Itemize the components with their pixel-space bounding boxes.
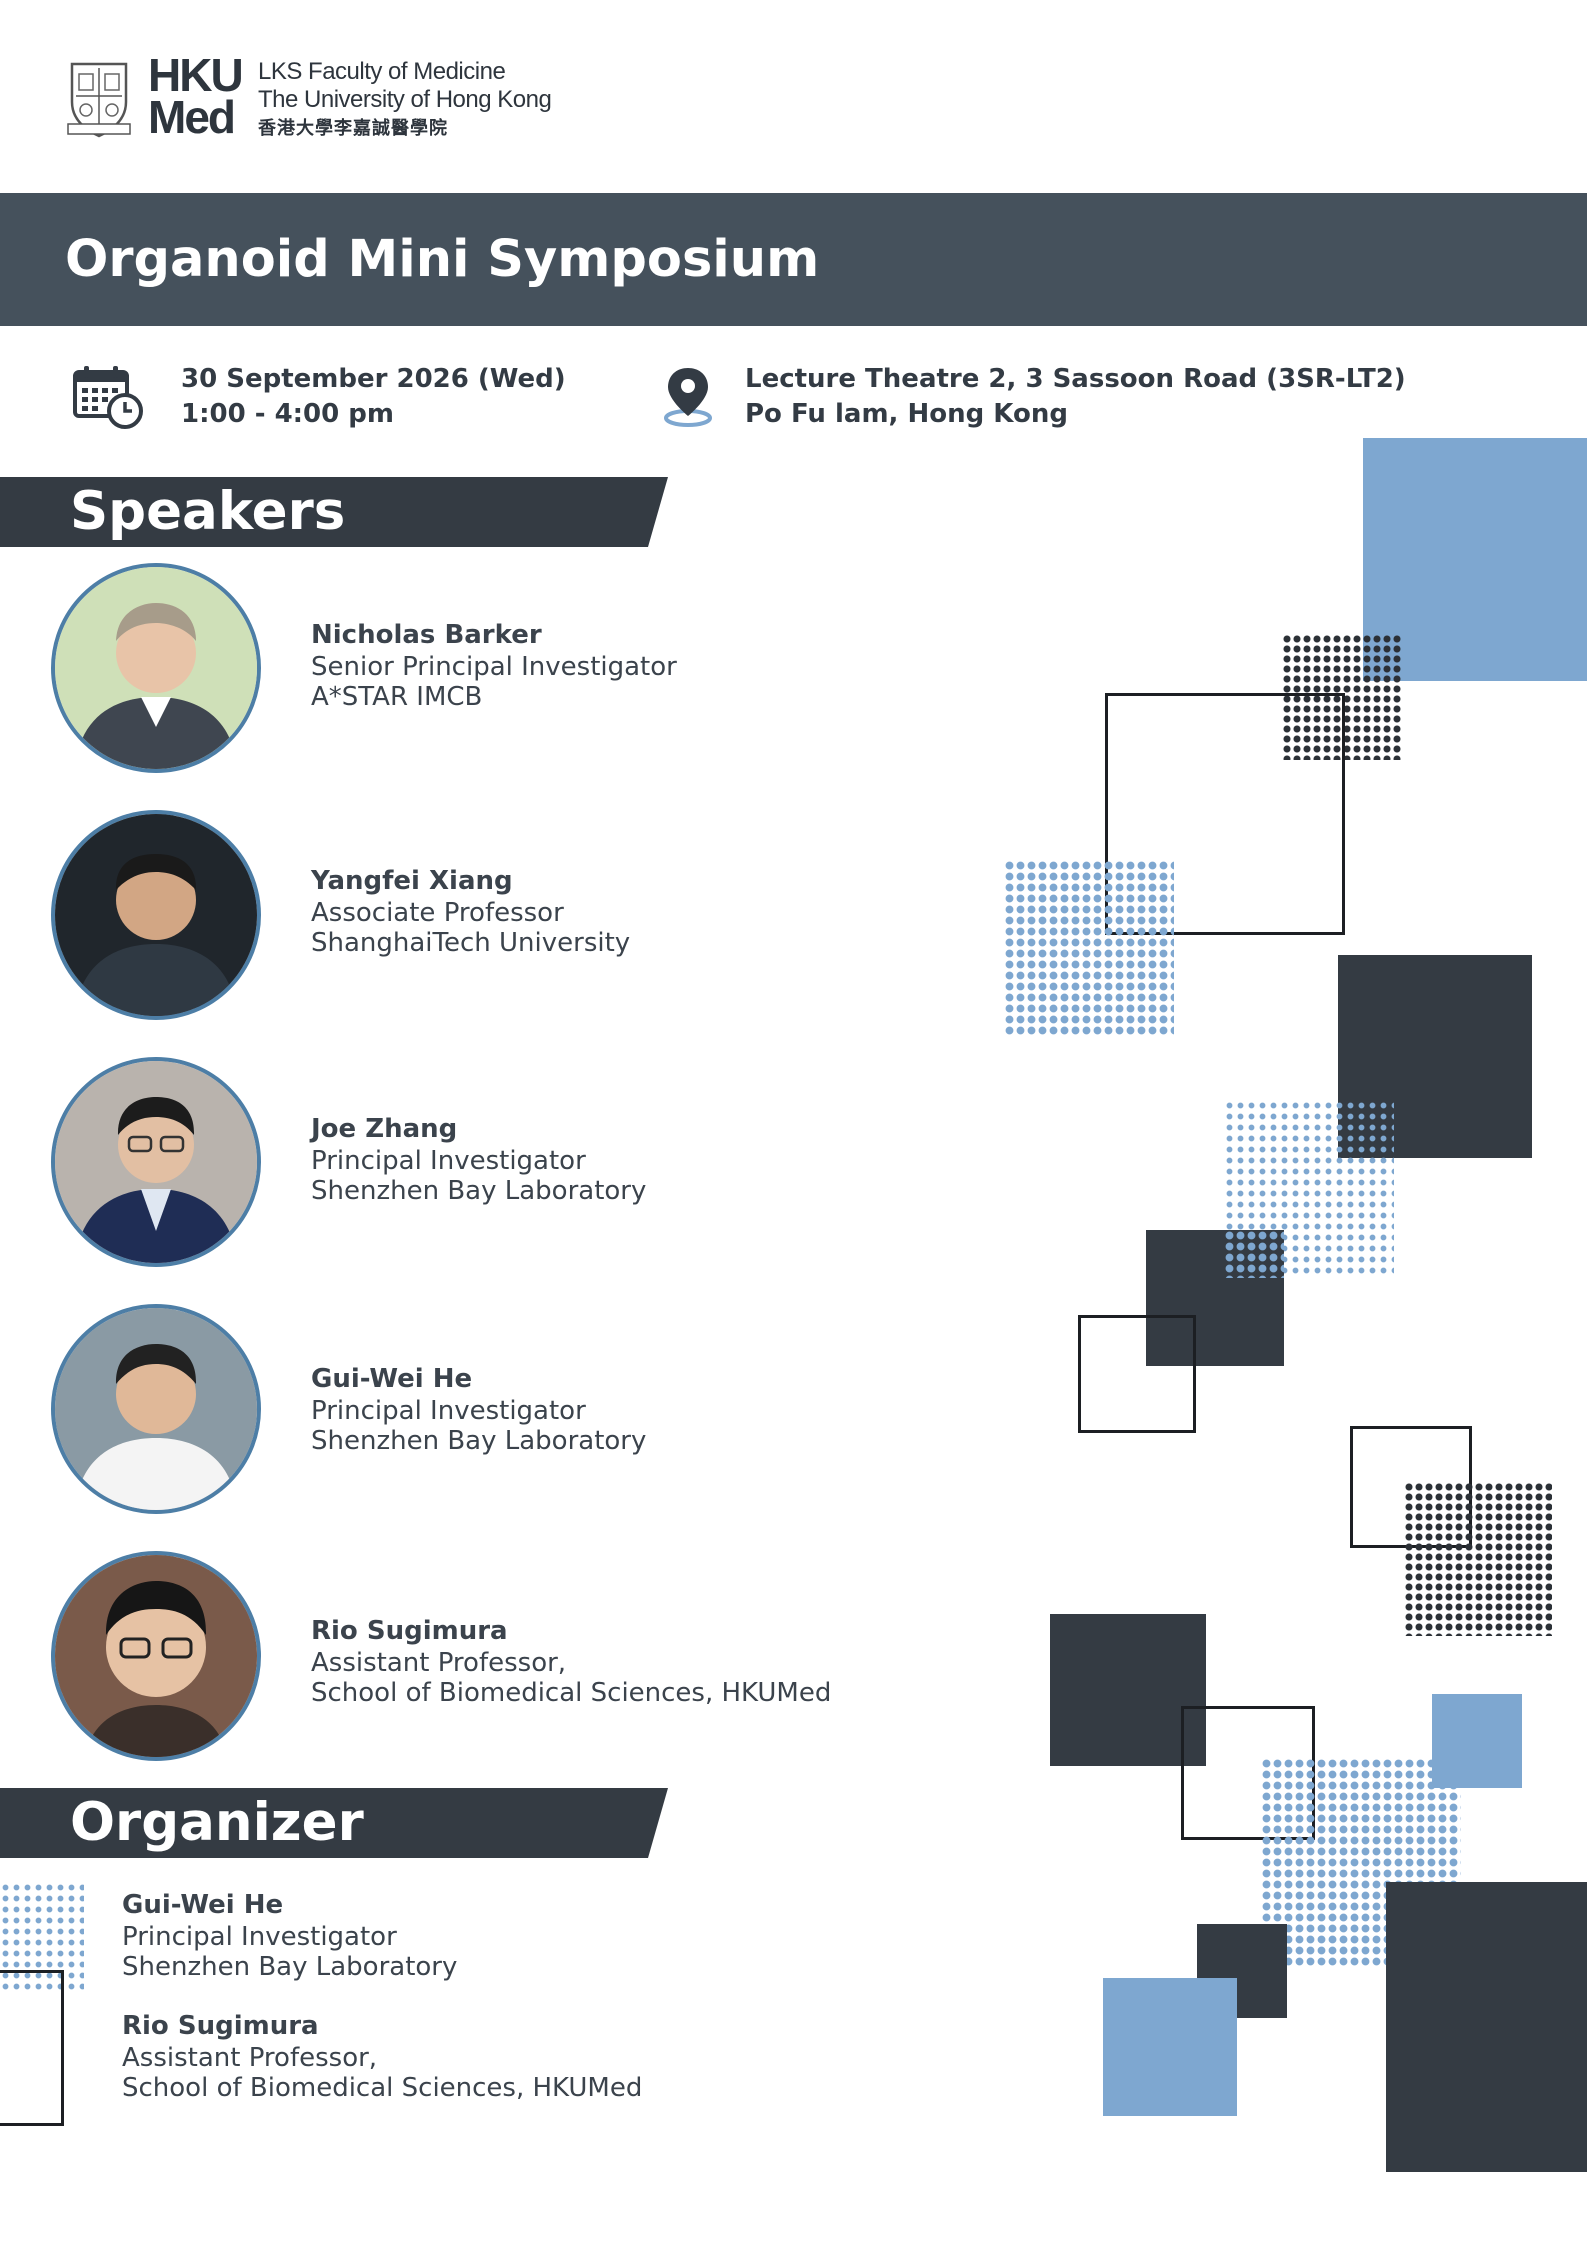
organizer-info: Gui-Wei He Principal Investigator Shenzh…	[122, 1890, 457, 1982]
decor-blue-square	[1103, 1978, 1237, 2116]
decor-dot-grid	[1404, 1482, 1552, 1636]
decor-dark-square	[1050, 1614, 1206, 1766]
event-time: 1:00 - 4:00 pm	[181, 399, 394, 429]
organizer-heading: Organizer	[70, 1792, 364, 1853]
speaker-photo-placeholder	[55, 814, 257, 1016]
faculty-name-block: LKS Faculty of Medicine The University o…	[258, 58, 552, 142]
speaker-name: Yangfei Xiang	[311, 866, 513, 896]
speaker-name: Gui-Wei He	[311, 1364, 473, 1394]
decor-outline-square	[1105, 693, 1345, 935]
speaker-avatar	[51, 1551, 261, 1761]
organizer-affiliation: Shenzhen Bay Laboratory	[122, 1952, 458, 1982]
title-band	[0, 193, 1587, 326]
decor-dot-grid	[1004, 860, 1174, 1036]
speaker-info: Rio Sugimura Assistant Professor, School…	[311, 1616, 831, 1708]
hkumed-logo: HKU Med	[148, 52, 244, 140]
logo-med-text: Med	[148, 91, 236, 143]
speaker-photo-placeholder	[55, 567, 257, 769]
speaker-role: Assistant Professor,	[311, 1648, 567, 1678]
speaker-role: Associate Professor	[311, 898, 564, 928]
organizer-name: Rio Sugimura	[122, 2011, 319, 2041]
decor-outline-square	[0, 1970, 64, 2126]
organizer-role: Principal Investigator	[122, 1922, 397, 1952]
speaker-affiliation: A*STAR IMCB	[311, 682, 483, 712]
speaker-info: Yangfei Xiang Associate Professor Shangh…	[311, 866, 630, 958]
logo-hku-text: HKU	[148, 49, 244, 101]
speaker-affiliation: ShanghaiTech University	[311, 928, 631, 958]
calendar-clock-icon	[73, 366, 143, 429]
speaker-name: Rio Sugimura	[311, 1616, 508, 1646]
speaker-avatar	[51, 810, 261, 1020]
speaker-role: Principal Investigator	[311, 1146, 586, 1176]
speaker-role: Senior Principal Investigator	[311, 652, 677, 682]
speaker-avatar	[51, 1057, 261, 1267]
event-datetime: 30 September 2026 (Wed) 1:00 - 4:00 pm	[181, 362, 566, 432]
venue-line-1: Lecture Theatre 2, 3 Sassoon Road (3SR-L…	[745, 364, 1406, 394]
organizer-name: Gui-Wei He	[122, 1890, 284, 1920]
speaker-photo-placeholder	[55, 1555, 257, 1757]
organizer-heading-bar	[0, 1788, 668, 1858]
speaker-photo-placeholder	[55, 1061, 257, 1263]
university-crest-icon	[67, 62, 131, 138]
faculty-line-2: The University of Hong Kong	[258, 86, 552, 113]
decor-dark-square	[1386, 1882, 1587, 2172]
speaker-info: Nicholas Barker Senior Principal Investi…	[311, 620, 677, 712]
speaker-name: Joe Zhang	[311, 1114, 458, 1144]
decor-dot-grid	[1224, 1230, 1284, 1278]
speaker-name: Nicholas Barker	[311, 620, 542, 650]
event-date: 30 September 2026 (Wed)	[181, 364, 566, 394]
faculty-line-1: LKS Faculty of Medicine	[258, 58, 506, 85]
location-pin-icon	[664, 368, 712, 427]
organizer-info: Rio Sugimura Assistant Professor, School…	[122, 2011, 642, 2103]
event-title: Organoid Mini Symposium	[65, 230, 820, 289]
speaker-affiliation: Shenzhen Bay Laboratory	[311, 1176, 647, 1206]
decor-dot-grid	[0, 1882, 84, 1992]
speaker-affiliation: School of Biomedical Sciences, HKUMed	[311, 1678, 832, 1708]
event-venue: Lecture Theatre 2, 3 Sassoon Road (3SR-L…	[745, 362, 1406, 432]
speaker-avatar	[51, 1304, 261, 1514]
venue-line-2: Po Fu lam, Hong Kong	[745, 399, 1068, 429]
organizer-role: Assistant Professor,	[122, 2043, 378, 2073]
speakers-heading-bar	[0, 477, 668, 547]
speaker-avatar	[51, 563, 261, 773]
organizer-affiliation: School of Biomedical Sciences, HKUMed	[122, 2073, 643, 2103]
speakers-heading: Speakers	[70, 481, 346, 542]
speaker-role: Principal Investigator	[311, 1396, 586, 1426]
speaker-info: Gui-Wei He Principal Investigator Shenzh…	[311, 1364, 646, 1456]
speaker-photo-placeholder	[55, 1308, 257, 1510]
faculty-chinese-name: 香港大學李嘉誠醫學院	[258, 118, 448, 138]
speaker-info: Joe Zhang Principal Investigator Shenzhe…	[311, 1114, 646, 1206]
decor-outline-square	[1078, 1315, 1196, 1433]
speaker-affiliation: Shenzhen Bay Laboratory	[311, 1426, 647, 1456]
